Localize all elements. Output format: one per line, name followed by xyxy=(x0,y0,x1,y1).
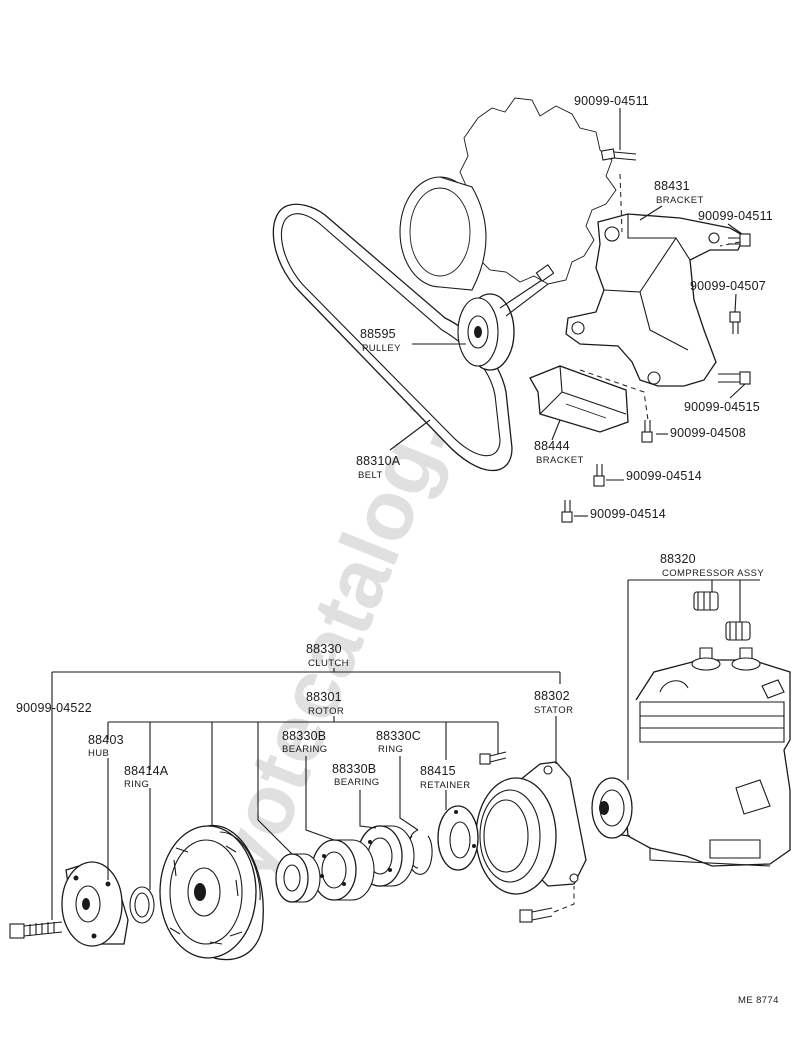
stator-icon xyxy=(475,761,587,895)
part-description: CLUTCH xyxy=(308,658,349,669)
assembly-line xyxy=(619,173,623,233)
part-number: 88330C xyxy=(376,729,421,743)
belt-icon xyxy=(272,203,513,472)
part-number: 88330B xyxy=(332,762,376,776)
figure-code: ME 8774 xyxy=(738,995,779,1006)
spacer-ring-icon xyxy=(275,853,321,903)
part-number: 88301 xyxy=(306,690,342,704)
bolt-icon xyxy=(593,464,605,487)
part-description: RETAINER xyxy=(420,780,471,791)
part-description: BEARING xyxy=(282,744,328,755)
compressor-icon xyxy=(591,647,791,867)
bolt-icon xyxy=(519,907,553,923)
part-description: RING xyxy=(378,744,403,755)
retainer-icon xyxy=(437,805,479,871)
part-number: 88415 xyxy=(420,764,456,778)
bolt-icon xyxy=(561,500,573,523)
part-description: COMPRESSOR ASSY xyxy=(662,568,764,579)
leader-line xyxy=(389,419,431,451)
part-number: 90099-04511 xyxy=(574,94,649,108)
bracket-icon xyxy=(529,365,629,433)
part-number: 88403 xyxy=(88,733,124,747)
crank-pulley xyxy=(399,176,487,291)
leader-line xyxy=(359,790,377,829)
part-description: HUB xyxy=(88,748,109,759)
part-number: 88595 xyxy=(360,327,396,341)
bearing-icon xyxy=(311,839,375,901)
snap-ring-icon xyxy=(129,886,155,924)
rotor-icon xyxy=(159,824,264,961)
leader-line xyxy=(305,756,335,841)
part-number: 90099-04522 xyxy=(16,701,92,715)
leader-line xyxy=(551,419,561,441)
part-description: RING xyxy=(124,779,149,790)
leader-line xyxy=(639,205,663,221)
part-description: STATOR xyxy=(534,705,573,716)
part-number: 88330 xyxy=(306,642,342,656)
part-number: 90099-04514 xyxy=(590,507,666,521)
clutch-hub-icon xyxy=(61,861,129,947)
part-description: PULLEY xyxy=(362,343,401,354)
assembly-line xyxy=(553,886,575,913)
part-number: 88320 xyxy=(660,552,696,566)
bracket-icon xyxy=(565,213,745,387)
part-description: BELT xyxy=(358,470,383,481)
part-description: ROTOR xyxy=(308,706,344,717)
bolt-icon xyxy=(641,420,653,443)
bolt-icon xyxy=(728,233,751,247)
assembly-line xyxy=(579,369,649,421)
part-number: 88431 xyxy=(654,179,690,193)
leader-line xyxy=(399,756,419,831)
part-number: 88330B xyxy=(282,729,326,743)
valve-cap-icon xyxy=(693,591,719,611)
part-number: 90099-04514 xyxy=(626,469,702,483)
part-number: 88302 xyxy=(534,689,570,703)
leader-line xyxy=(729,383,746,399)
part-number: 88414A xyxy=(124,764,169,778)
leader-line xyxy=(727,223,743,235)
bolt-icon xyxy=(9,921,63,939)
part-number: 88444 xyxy=(534,439,570,453)
bolt-icon xyxy=(729,311,741,334)
bolt-icon xyxy=(718,371,751,385)
part-number: 90099-04515 xyxy=(684,400,760,414)
leader-line xyxy=(257,722,293,855)
pulley-icon xyxy=(457,264,555,371)
part-description: BRACKET xyxy=(536,455,584,466)
part-description: BRACKET xyxy=(656,195,704,206)
bolt-icon xyxy=(479,751,507,765)
part-number: 90099-04507 xyxy=(690,279,766,293)
part-number: 90099-04511 xyxy=(698,209,773,223)
bolt-icon xyxy=(600,148,637,161)
leader-line xyxy=(628,579,760,622)
part-number: 88310A xyxy=(356,454,401,468)
part-number: 90099-04508 xyxy=(670,426,746,440)
part-description: BEARING xyxy=(334,777,380,788)
leader-line xyxy=(734,293,737,313)
valve-cap-icon xyxy=(725,621,751,641)
